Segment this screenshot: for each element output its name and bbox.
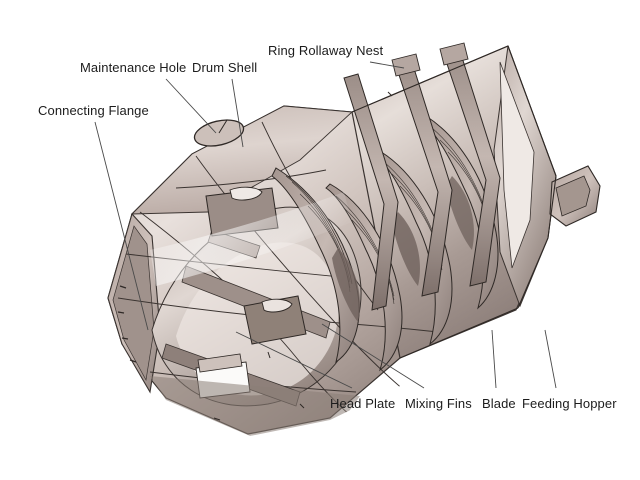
ring-band-3 [343, 73, 399, 311]
ring-rollaway-nest-bands [343, 42, 501, 311]
leader-connecting-flange [94, 121, 149, 331]
drum-rim-edges [351, 45, 557, 359]
blade-shadow-pockets [332, 176, 474, 322]
fin-bracket-lower-notch [261, 298, 293, 313]
leader-mixing-fins [321, 323, 425, 389]
leader-head-plate [235, 331, 353, 389]
callout-leader-lines [94, 61, 557, 389]
label-mixing-fins: Mixing Fins [405, 396, 472, 411]
leader-feeding-hopper [544, 329, 557, 389]
blade-pocket-2 [392, 212, 420, 286]
cone-bottom-shadow [150, 376, 360, 436]
label-blade: Blade [482, 396, 516, 411]
drum-assembly [107, 42, 601, 436]
blade-pocket-1 [332, 248, 360, 322]
label-feeding-hopper: Feeding Hopper [522, 396, 617, 411]
leader-drum-shell [231, 78, 244, 148]
label-head-plate: Head Plate [330, 396, 396, 411]
blade-pocket-3 [446, 176, 474, 250]
label-ring-rollaway-nest: Ring Rollaway Nest [268, 43, 384, 58]
leader-ring-rollaway-nest [369, 61, 405, 69]
flange-bolt-marks [117, 285, 137, 363]
maintenance-hole-hinge [218, 119, 228, 134]
head-plate-cover [197, 353, 243, 373]
feeding-hopper [549, 165, 601, 227]
drum-open-end-inner [499, 61, 535, 269]
label-connecting-flange: Connecting Flange [38, 103, 149, 118]
fin-bracket-upper-notch [229, 186, 263, 201]
leader-blade [491, 329, 497, 389]
label-maintenance-hole: Maintenance Hole [80, 60, 187, 75]
ring-nest-saddle-2 [439, 42, 469, 66]
leader-maintenance-hole [165, 78, 217, 134]
maintenance-hole [193, 119, 245, 147]
label-drum-shell: Drum Shell [192, 60, 258, 75]
feeding-hopper-inner [555, 175, 591, 217]
ring-nest-saddle-1 [391, 53, 421, 77]
surface-detail-ticks [213, 91, 393, 421]
cone-specular-highlight [150, 192, 352, 286]
